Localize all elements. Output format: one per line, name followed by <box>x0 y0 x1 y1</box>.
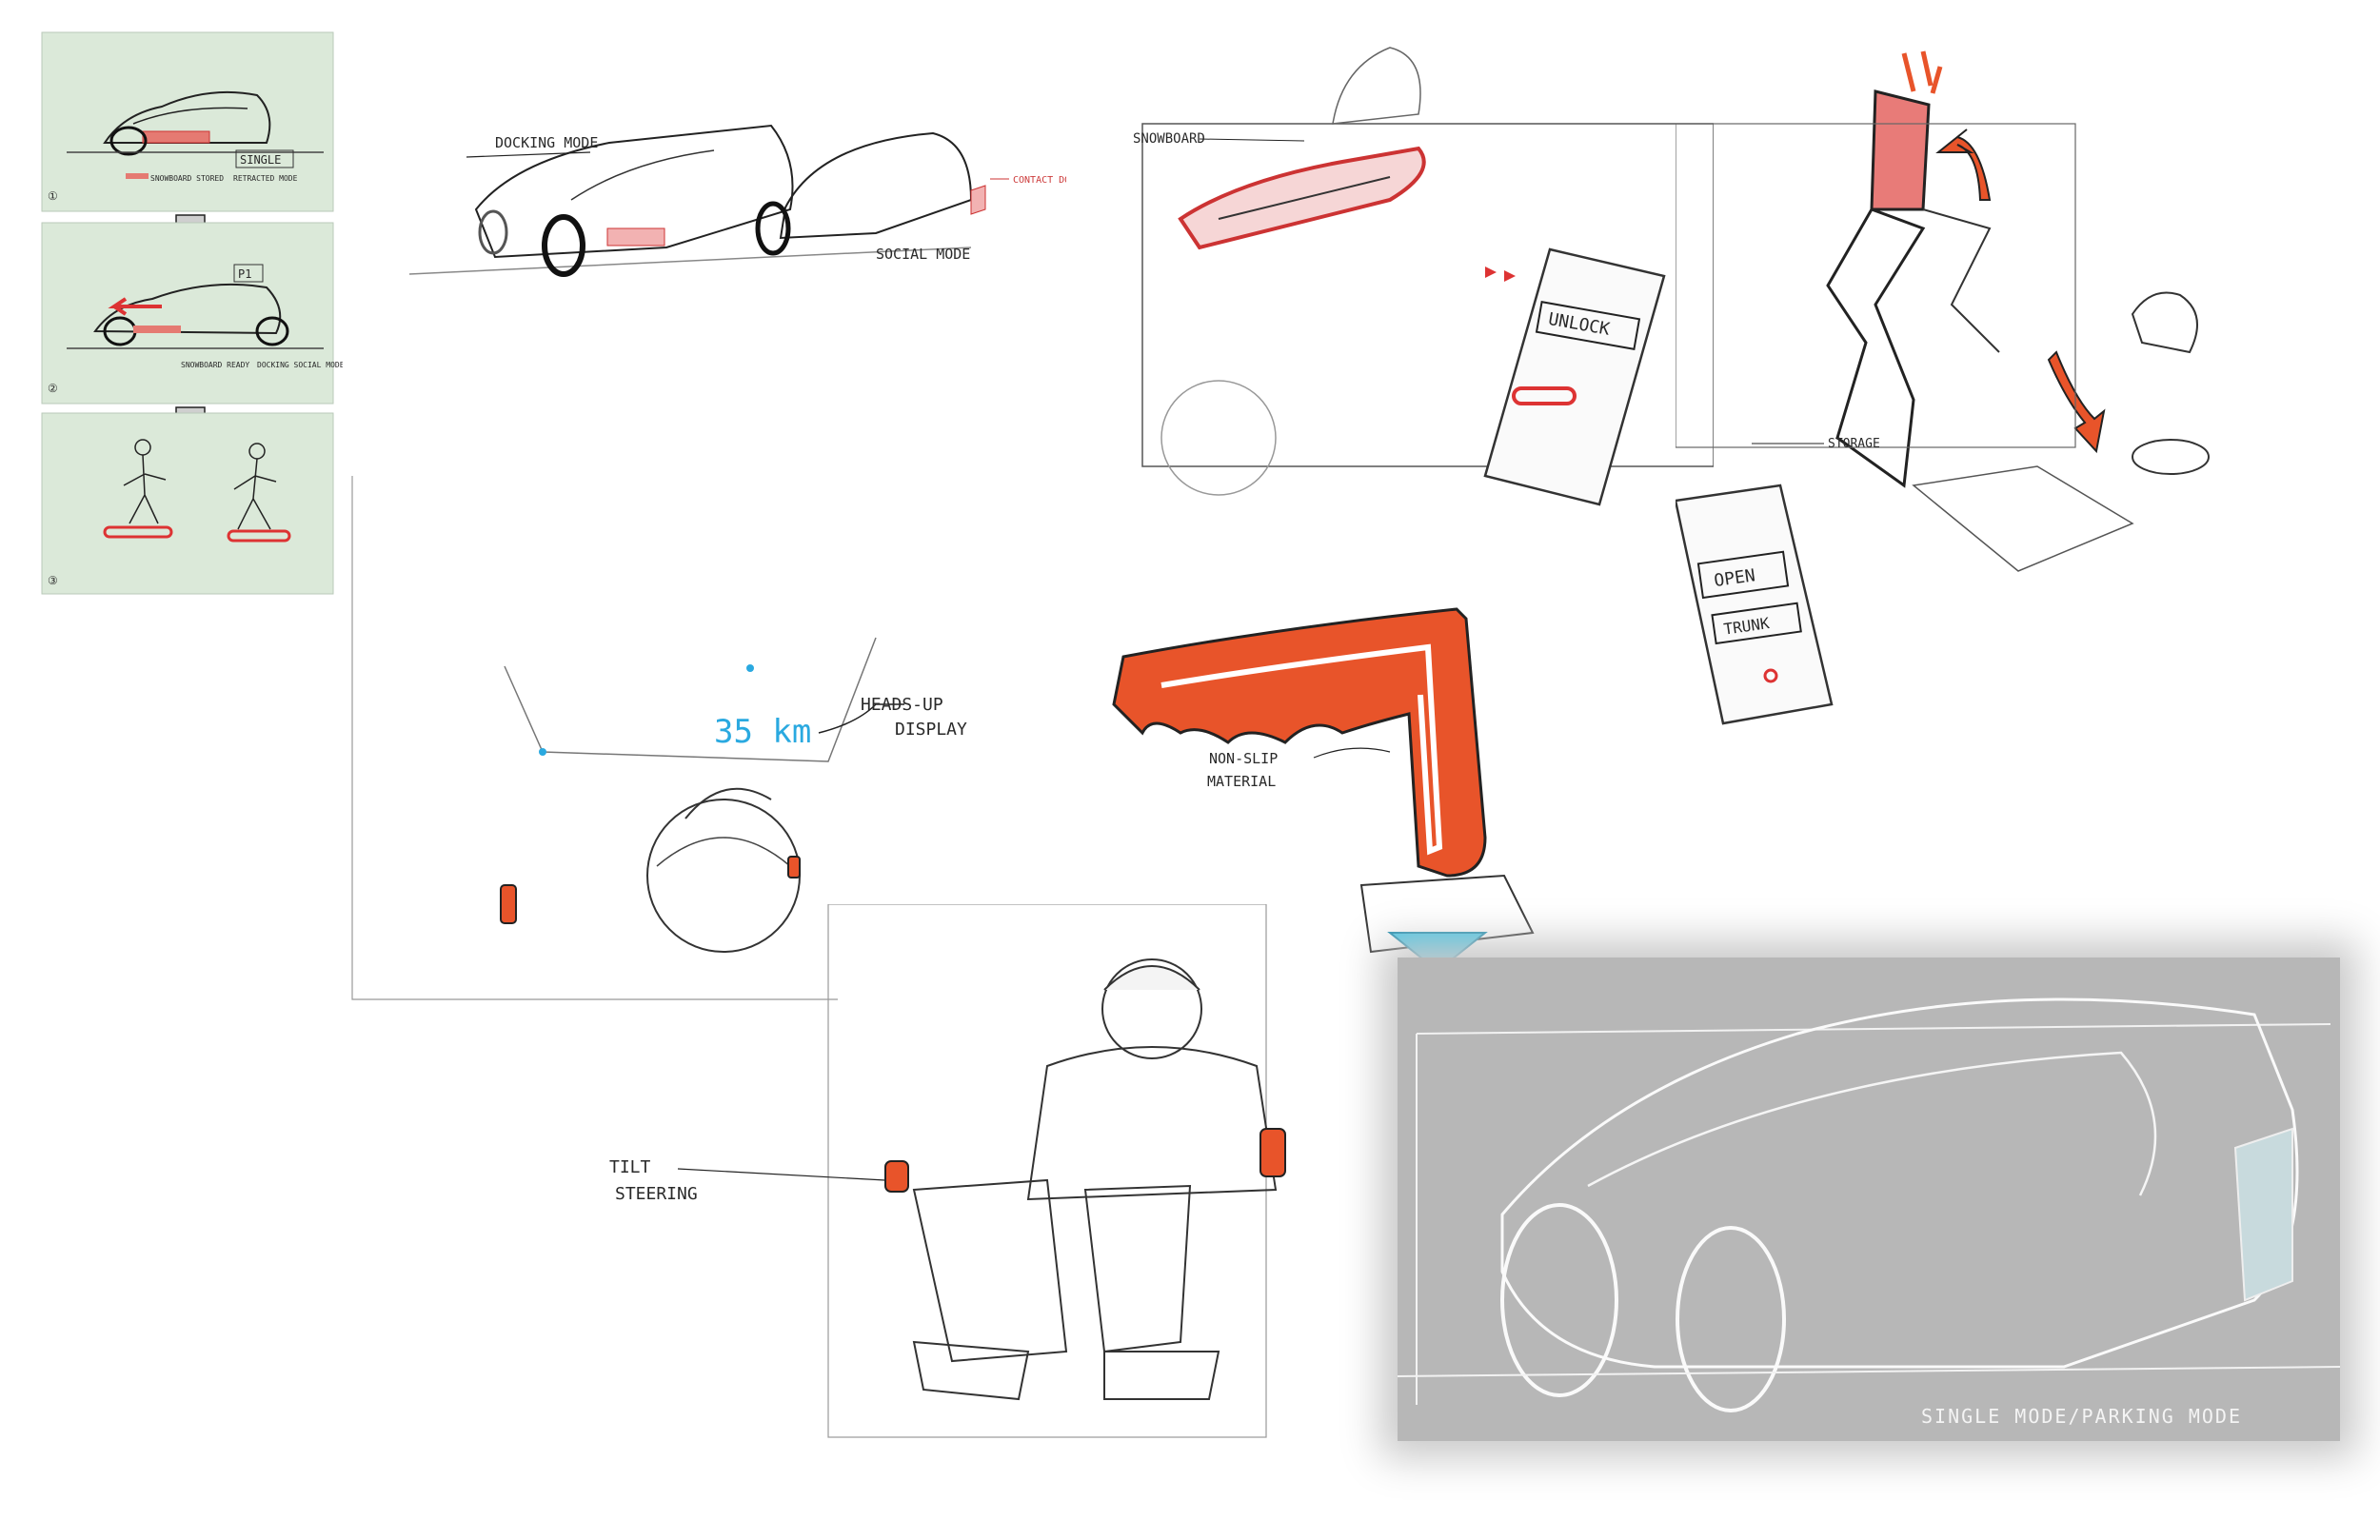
hud-speed-readout: 35 km <box>714 713 811 751</box>
hud-label-line1: HEADS-UP <box>861 695 943 715</box>
frame1-snowboard-label: SNOWBOARD STORED <box>150 174 224 183</box>
parking-mode-caption: SINGLE MODE/PARKING MODE <box>1921 1405 2242 1428</box>
non-slip-label-line2: MATERIAL <box>1207 773 1276 790</box>
frame2-snowboard-label: SNOWBOARD READY <box>181 361 249 369</box>
storyboard-frame-2: P1 SNOWBOARD READY DOCKING SOCIAL MODE ② <box>41 222 343 405</box>
hud-driver-sketch: 35 km HEADS-UP DISPLAY <box>351 476 967 1000</box>
grip-handle-sketch: NON-SLIP MATERIAL <box>1112 607 1535 971</box>
storyboard-strip: SINGLE RETRACTED MODE SNOWBOARD STORED ①… <box>41 31 343 595</box>
tilt-steering-sketch: TILT STEERING <box>609 904 1286 1438</box>
storyboard-frame-3: ③ <box>41 412 334 595</box>
hud-label-line2: DISPLAY <box>895 720 967 740</box>
frame2-docking-label: DOCKING SOCIAL MODE <box>257 361 343 369</box>
unlock-phone: UNLOCK <box>1483 247 1666 506</box>
docking-mode-sketch: DOCKING MODE CONTACT DOCKING PAD SOCIAL … <box>408 124 1066 277</box>
frame1-mode-label: RETRACTED MODE <box>233 174 298 183</box>
contact-docking-pad-label: CONTACT DOCKING PAD <box>1013 175 1066 186</box>
storage-label: STORAGE <box>1828 437 1880 451</box>
frame1-step-number: ① <box>48 189 58 203</box>
parking-mode-car-sketch <box>1397 997 2341 1412</box>
frame1-single-label: SINGLE <box>240 153 281 167</box>
open-trunk-phone: OPEN TRUNK <box>1676 484 1834 725</box>
parking-mode-render: SINGLE MODE/PARKING MODE <box>1397 958 2341 1441</box>
frame2-tag: P1 <box>238 267 251 281</box>
snowboard-label: SNOWBOARD <box>1133 131 1205 147</box>
tilt-label-line2: STEERING <box>615 1184 698 1204</box>
docking-mode-label: DOCKING MODE <box>495 134 598 151</box>
frame2-step-number: ② <box>48 382 58 395</box>
snowboard-unlock-sketch: SNOWBOARD UNLOCK <box>1133 47 1714 506</box>
frame3-step-number: ③ <box>48 574 58 587</box>
non-slip-label-line1: NON-SLIP <box>1209 750 1278 767</box>
tilt-label-line1: TILT <box>609 1157 651 1177</box>
social-mode-label: SOCIAL MODE <box>876 246 970 263</box>
storyboard-frame-1: SINGLE RETRACTED MODE SNOWBOARD STORED ① <box>41 31 334 212</box>
storage-seat-sketch: STORAGE OPEN TRUNK <box>1676 50 2210 725</box>
